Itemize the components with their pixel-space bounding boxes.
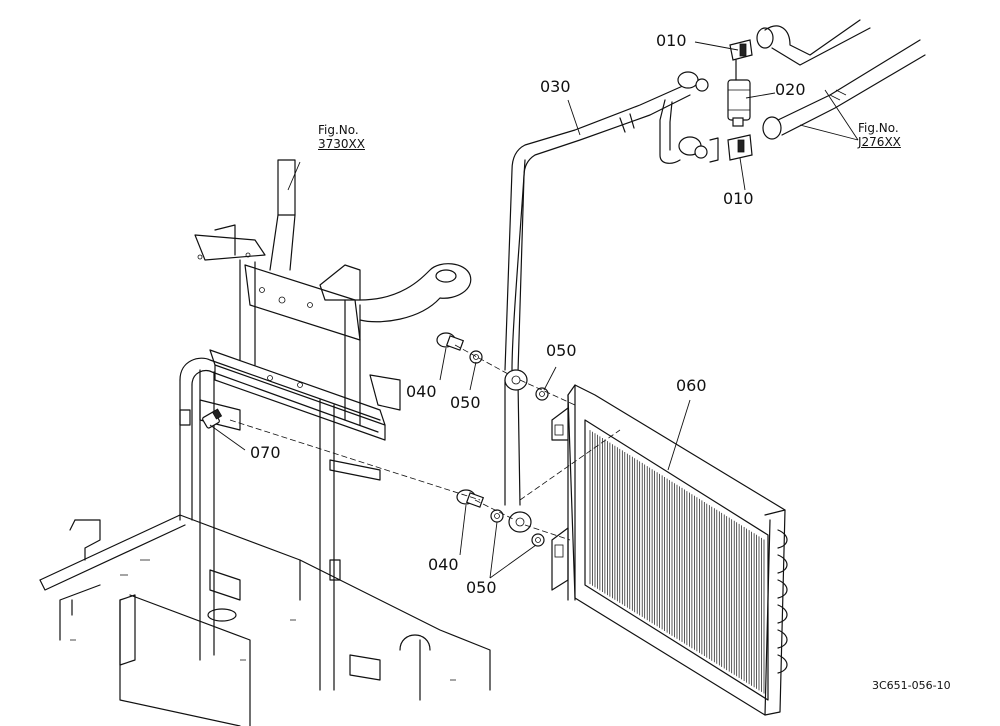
callout-050-top-right: 050	[546, 341, 577, 360]
part-030-hose	[504, 71, 709, 533]
callout-020: 020	[775, 80, 806, 99]
condenser-side-bends	[777, 529, 788, 674]
figure-ref-right-prefix: Fig.No.	[858, 121, 899, 135]
callout-010-bottom: 010	[723, 189, 754, 208]
figure-ref-right: Fig.No. J276XX	[858, 121, 901, 150]
callout-010-top: 010	[656, 31, 687, 50]
figure-ref-right-number: J276XX	[858, 134, 901, 149]
figure-ref-left: Fig.No. 3730XX	[318, 123, 365, 152]
refrigerant-lines-right	[764, 19, 926, 136]
part-060-condenser	[551, 384, 788, 716]
callout-040-bottom: 040	[428, 555, 459, 574]
assembly-lines	[229, 344, 621, 541]
condenser-fins	[589, 430, 765, 694]
part-040-bolt-top	[436, 332, 465, 351]
figure-ref-left-number: 3730XX	[318, 136, 365, 151]
leader-lines	[209, 41, 859, 579]
callout-050-top-left: 050	[450, 393, 481, 412]
callout-050-bottom: 050	[466, 578, 497, 597]
callout-070: 070	[250, 443, 281, 462]
part-040-bolt-bottom	[456, 489, 485, 508]
figure-ref-left-prefix: Fig.No.	[318, 123, 359, 137]
part-070-fitting	[202, 408, 223, 429]
part-010-020-fittings	[709, 27, 782, 163]
drawing-code: 3C651-056-10	[872, 679, 951, 692]
chassis-base	[39, 514, 491, 726]
callout-040-top: 040	[406, 382, 437, 401]
callout-060: 060	[676, 376, 707, 395]
callout-030: 030	[540, 77, 571, 96]
